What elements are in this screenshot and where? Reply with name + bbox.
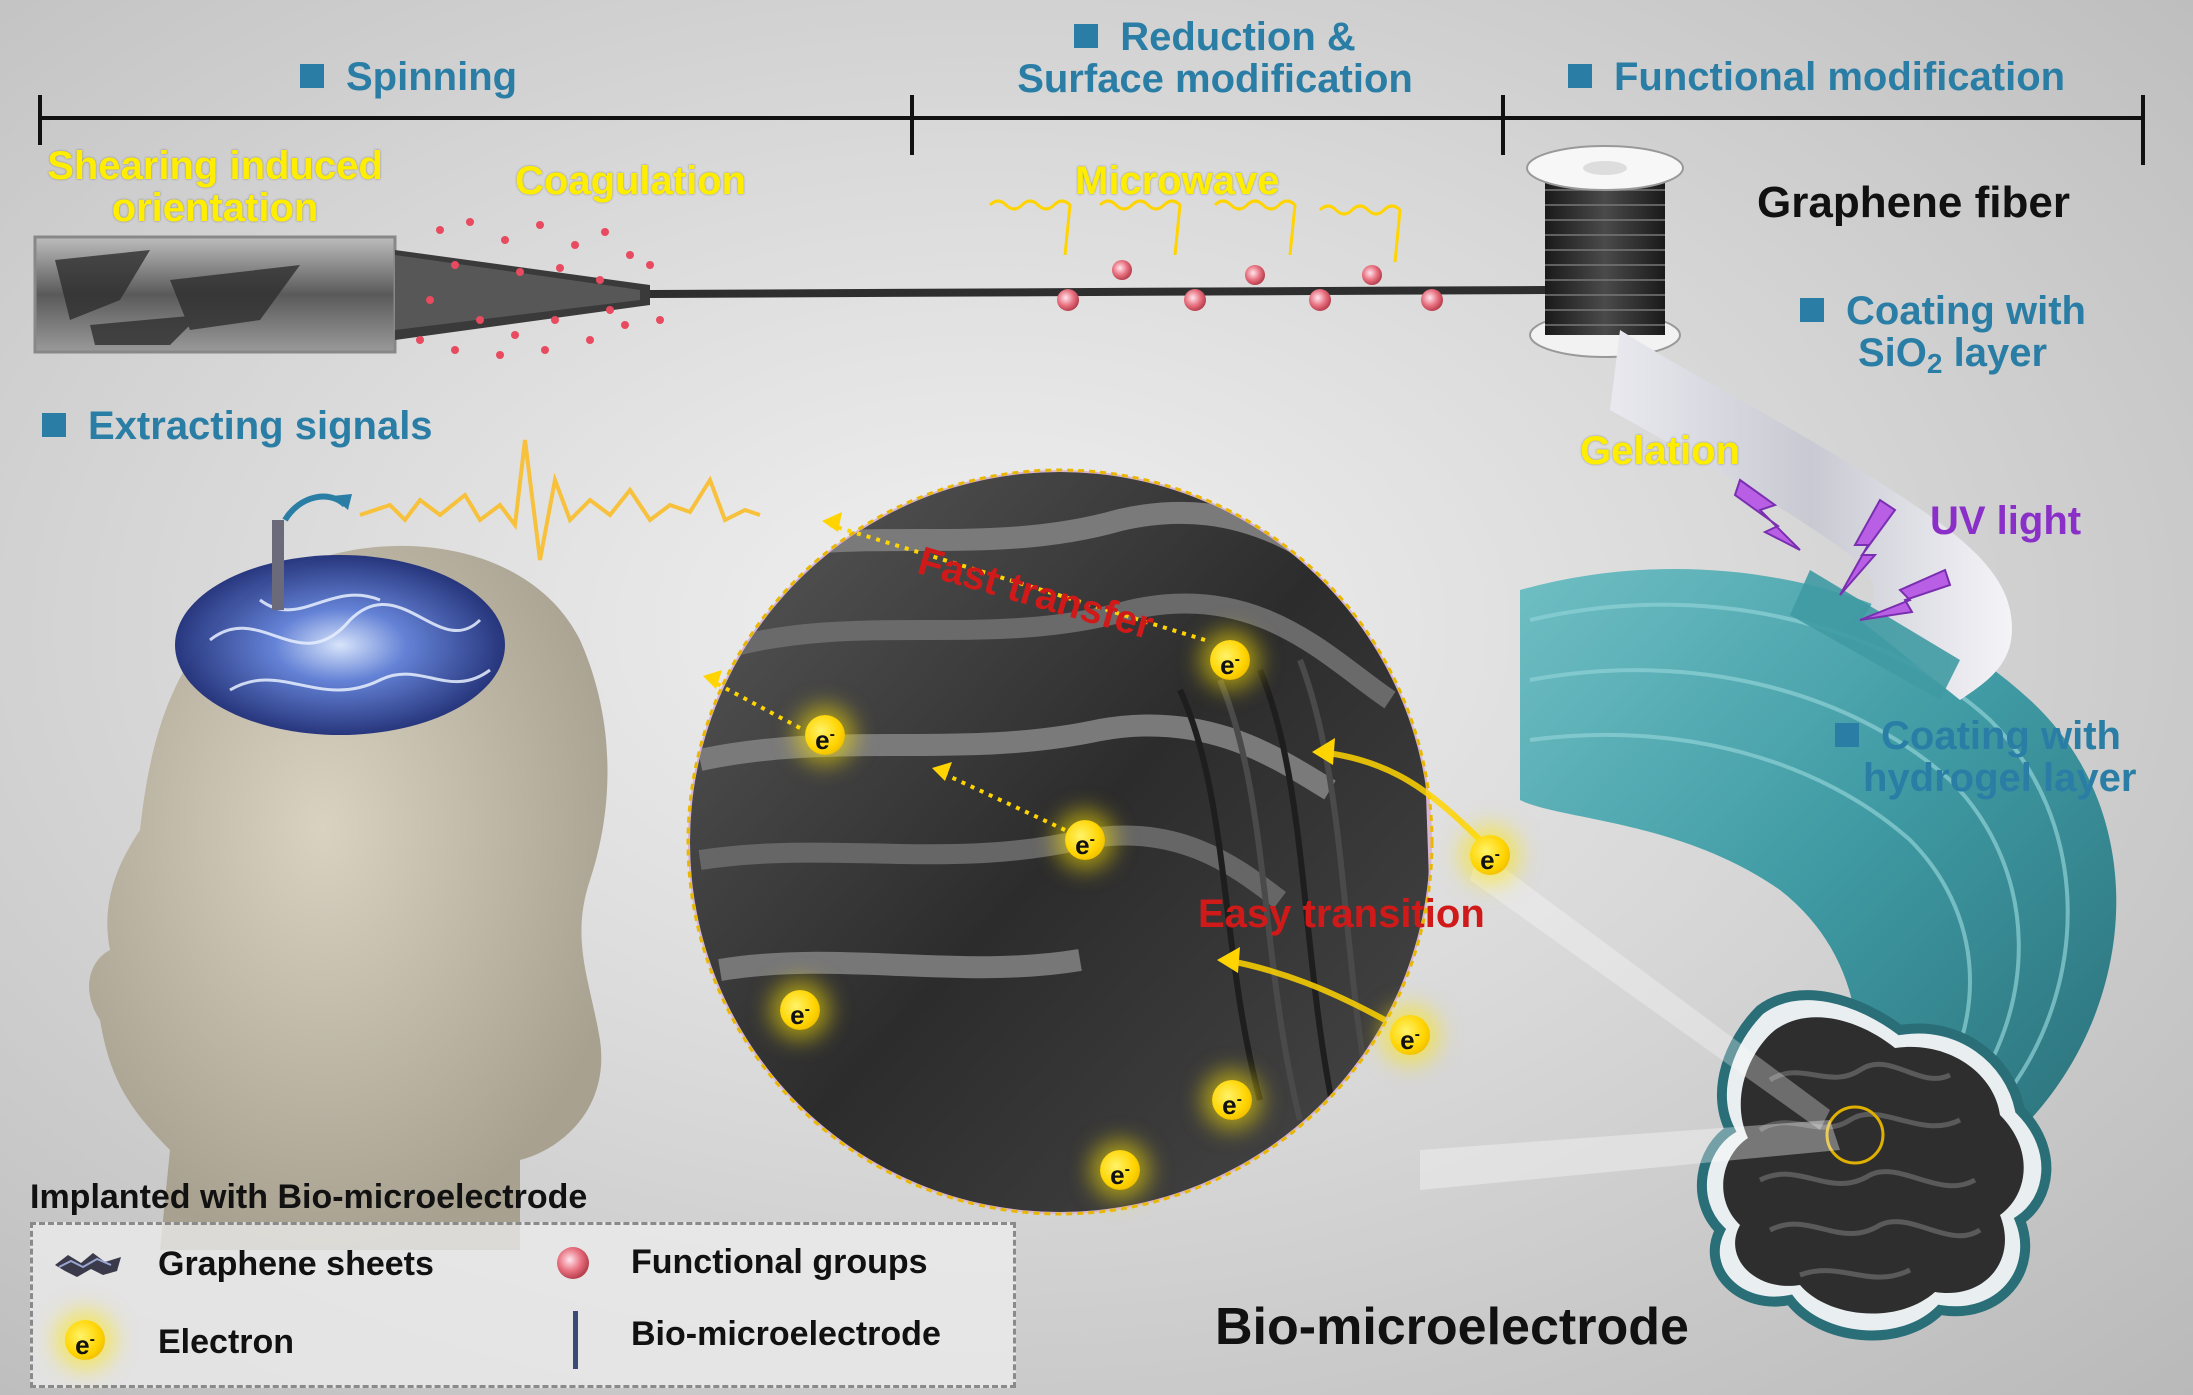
label-uv-light: UV light xyxy=(1930,499,2082,543)
coagulation-dots xyxy=(416,218,664,359)
sio2-coated-segment xyxy=(1610,330,2012,700)
legend-electron: Electron xyxy=(158,1323,295,1361)
electron-badge-icon: e- xyxy=(1065,820,1105,860)
label-gelation: Gelation xyxy=(1580,429,1741,473)
blue-square-icon xyxy=(300,64,324,88)
implanted-electrode xyxy=(272,520,284,610)
blue-square-icon xyxy=(1800,298,1824,322)
blue-square-icon xyxy=(42,413,66,437)
blue-square-icon xyxy=(1835,723,1859,747)
label-coagulation: Coagulation xyxy=(515,159,747,203)
blue-square-icon xyxy=(1568,64,1592,88)
electron-badge-icon: e- xyxy=(65,1320,105,1360)
fast-transfer-arrows xyxy=(709,523,1206,832)
label-coating-hydrogel: Coating with hydrogel layer xyxy=(1835,715,2136,799)
easy-transition-arrows xyxy=(1224,749,1483,1023)
pink-sphere-icon xyxy=(557,1247,589,1279)
label-bio-microelectrode-title: Bio-microelectrode xyxy=(1215,1298,1689,1356)
electron-badge-icon: e- xyxy=(1210,640,1250,680)
label-easy-transition: Easy transition xyxy=(1198,892,1485,936)
human-head xyxy=(89,493,608,1250)
blue-square-icon xyxy=(1074,24,1099,48)
uv-lightning-bolts xyxy=(1733,478,1952,621)
legend-box: Graphene sheets Functional groups e- Ele… xyxy=(30,1222,1016,1388)
graphene-fiber-spool xyxy=(1526,145,1684,358)
graphene-sheets-icon xyxy=(55,1253,121,1277)
label-microwave: Microwave xyxy=(1075,159,1280,203)
stage-spinning: Spinning xyxy=(300,56,517,98)
electron-badge-icon: e- xyxy=(1470,835,1510,875)
fiber-cross-section xyxy=(1696,990,2052,1341)
functional-group-spheres xyxy=(1057,260,1443,311)
electron-badge-icon: e- xyxy=(805,715,845,755)
label-implanted: Implanted with Bio-microelectrode xyxy=(30,1178,588,1216)
hydrogel-fiber xyxy=(1520,568,2117,1180)
label-graphene-fiber: Graphene fiber xyxy=(1757,178,2070,227)
microwave-waves xyxy=(988,199,1402,263)
neural-signal-trace xyxy=(359,439,761,561)
legend-graphene-sheets: Graphene sheets xyxy=(158,1245,434,1283)
legend-functional-groups: Functional groups xyxy=(631,1243,928,1281)
legend-bio-microelectrode: Bio-microelectrode xyxy=(631,1315,941,1353)
bio-microelectrode-icon xyxy=(573,1311,578,1369)
electron-badge-icon: e- xyxy=(1212,1080,1252,1120)
electron-badge-icon: e- xyxy=(780,990,820,1030)
stage-functional-modification: Functional modification xyxy=(1568,56,2065,98)
electron-badge-icon: e- xyxy=(1100,1150,1140,1190)
graphene-sheet-stack xyxy=(690,472,1430,1212)
stage-reduction: Reduction & Surface modification xyxy=(1017,15,1413,101)
electron-badge-icon: e- xyxy=(1390,1015,1430,1055)
label-shearing-orientation: Shearing induced orientation xyxy=(47,144,383,230)
label-extracting-signals: Extracting signals xyxy=(42,405,433,447)
label-coating-sio2: Coating with SiO2 layer xyxy=(1800,290,2086,378)
